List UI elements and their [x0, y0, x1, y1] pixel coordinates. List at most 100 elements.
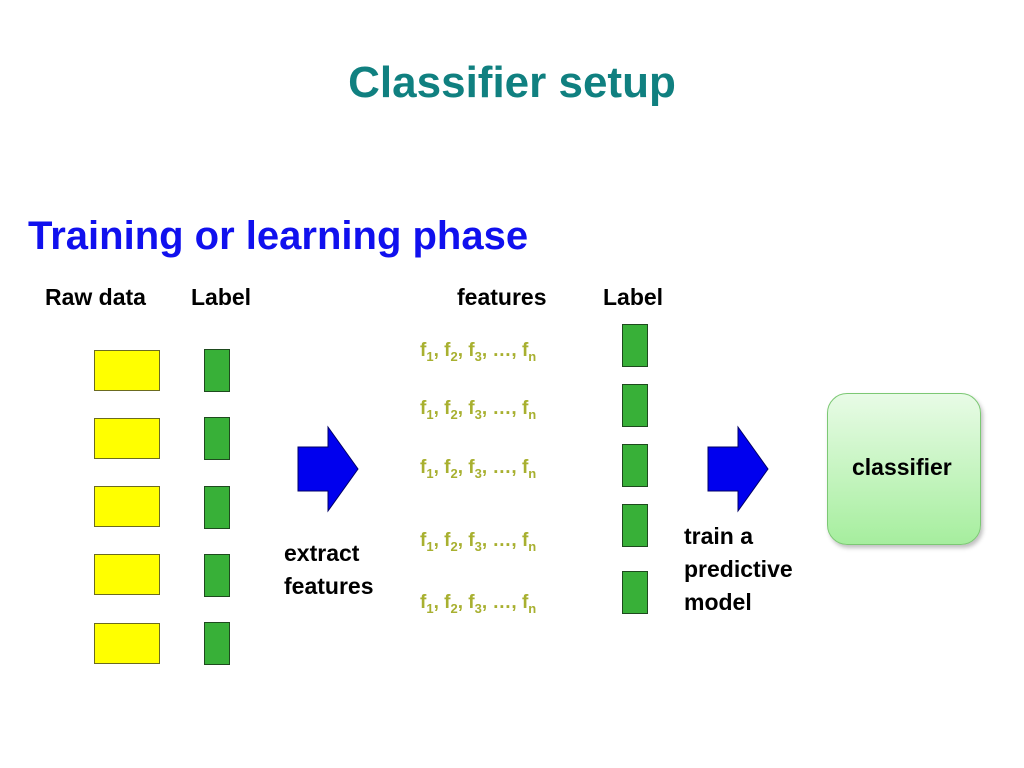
feature-vector: f1, f2, f3, …, fn [420, 457, 536, 481]
feature-ellipsis: … [492, 457, 512, 478]
extract-line-2: features [284, 573, 374, 599]
feature-index: 1 [426, 539, 434, 554]
label-box [204, 622, 230, 665]
feature-term: fn [521, 592, 537, 616]
feature-term: f2 [444, 340, 458, 364]
feature-term: f1 [420, 398, 434, 422]
label-box [622, 504, 648, 547]
feature-index: 2 [450, 407, 458, 422]
feature-separator: , [457, 340, 469, 361]
train-line-2: predictive [684, 556, 793, 582]
feature-term: f3 [468, 398, 482, 422]
phase-heading: Training or learning phase [28, 214, 529, 258]
train-line-3: model [684, 589, 752, 615]
feature-index: n [528, 407, 537, 422]
feature-term: f1 [420, 457, 434, 481]
feature-separator: , [481, 398, 493, 419]
feature-vector: f1, f2, f3, …, fn [420, 592, 536, 616]
feature-separator: , [481, 592, 493, 613]
feature-ellipsis: … [492, 340, 512, 361]
feature-term: f2 [444, 398, 458, 422]
feature-vector: f1, f2, f3, …, fn [420, 530, 536, 554]
feature-index: 3 [474, 349, 482, 364]
feature-term: f1 [420, 530, 434, 554]
classifier-label: classifier [852, 454, 952, 480]
feature-term: f1 [420, 340, 434, 364]
feature-separator: , [457, 398, 469, 419]
feature-index: 3 [474, 466, 482, 481]
feature-separator: , [457, 592, 469, 613]
train-arrow-icon [707, 425, 769, 513]
raw-data-box [94, 554, 160, 595]
raw-data-box [94, 486, 160, 527]
feature-term: f2 [444, 592, 458, 616]
feature-separator: , [511, 340, 522, 361]
feature-ellipsis: … [492, 592, 512, 613]
extract-features-label: extract features [284, 537, 373, 603]
header-label-left: Label [191, 284, 252, 310]
feature-index: 1 [426, 601, 434, 616]
feature-separator: , [457, 530, 469, 551]
extract-arrow-icon [297, 425, 359, 513]
raw-data-box [94, 623, 160, 664]
feature-term: f1 [420, 592, 434, 616]
raw-data-box [94, 418, 160, 459]
feature-ellipsis: … [492, 398, 512, 419]
feature-separator: , [433, 457, 445, 478]
feature-vector: f1, f2, f3, …, fn [420, 398, 536, 422]
feature-term: f3 [468, 457, 482, 481]
feature-term: f2 [444, 457, 458, 481]
slide-title: Classifier setup [348, 58, 676, 107]
feature-index: 2 [450, 539, 458, 554]
feature-term: fn [521, 340, 537, 364]
feature-separator: , [511, 530, 522, 551]
feature-ellipsis: … [492, 530, 512, 551]
feature-index: 1 [426, 349, 434, 364]
feature-term: f3 [468, 340, 482, 364]
feature-separator: , [481, 530, 493, 551]
header-features: features [457, 284, 547, 310]
feature-separator: , [511, 457, 522, 478]
label-box [622, 571, 648, 614]
feature-term: fn [521, 457, 537, 481]
feature-term: f2 [444, 530, 458, 554]
feature-index: n [528, 601, 537, 616]
feature-separator: , [481, 457, 493, 478]
label-box [204, 554, 230, 597]
raw-data-box [94, 350, 160, 391]
feature-index: 2 [450, 466, 458, 481]
train-model-label: train a predictive model [684, 520, 793, 619]
label-box [204, 417, 230, 460]
feature-separator: , [481, 340, 493, 361]
feature-term: fn [521, 398, 537, 422]
extract-line-1: extract [284, 540, 360, 566]
feature-index: n [528, 466, 537, 481]
feature-index: n [528, 539, 537, 554]
label-box [204, 486, 230, 529]
feature-separator: , [511, 398, 522, 419]
header-raw-data: Raw data [45, 284, 146, 310]
feature-separator: , [433, 592, 445, 613]
label-box [622, 324, 648, 367]
feature-index: 1 [426, 466, 434, 481]
classifier-box: classifier [827, 393, 981, 545]
feature-separator: , [433, 340, 445, 361]
label-box [622, 384, 648, 427]
feature-index: 3 [474, 601, 482, 616]
feature-index: 2 [450, 349, 458, 364]
label-box [622, 444, 648, 487]
feature-separator: , [511, 592, 522, 613]
feature-separator: , [457, 457, 469, 478]
feature-term: f3 [468, 592, 482, 616]
feature-term: fn [521, 530, 537, 554]
label-box [204, 349, 230, 392]
train-line-1: train a [684, 523, 754, 549]
header-label-right: Label [603, 284, 664, 310]
feature-index: 3 [474, 539, 482, 554]
feature-index: 1 [426, 407, 434, 422]
feature-separator: , [433, 398, 445, 419]
feature-index: n [528, 349, 537, 364]
feature-index: 2 [450, 601, 458, 616]
feature-term: f3 [468, 530, 482, 554]
feature-separator: , [433, 530, 445, 551]
